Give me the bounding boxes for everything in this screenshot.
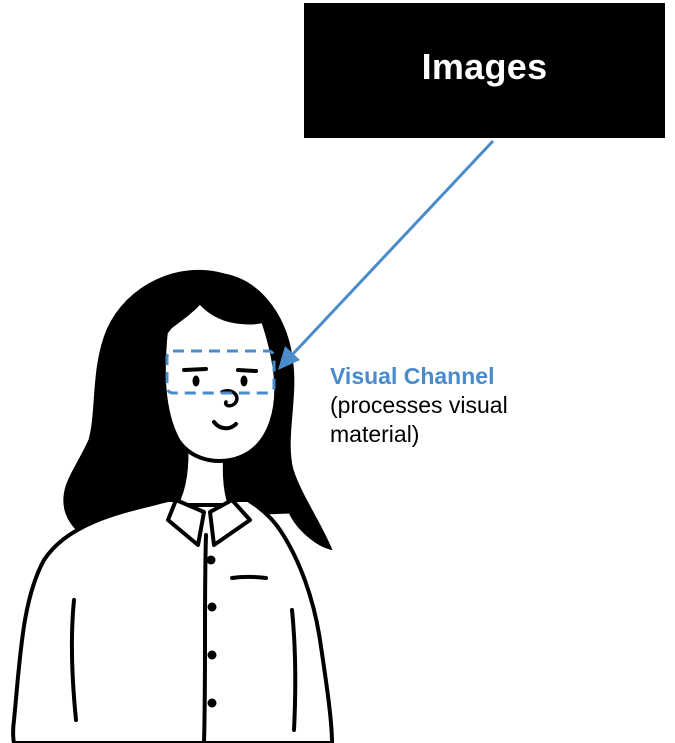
shirt-button bbox=[207, 556, 216, 565]
images-label: Images bbox=[422, 46, 548, 88]
shirt-placket bbox=[204, 535, 206, 743]
shirt-shape bbox=[13, 500, 332, 743]
arrow-line bbox=[292, 141, 493, 355]
images-box: Images bbox=[304, 3, 665, 138]
eyebrow-left bbox=[184, 369, 206, 370]
channel-title: Visual Channel bbox=[330, 362, 660, 391]
face-shape bbox=[164, 302, 277, 461]
shirt-button bbox=[208, 699, 217, 708]
eye-left bbox=[193, 376, 200, 387]
shirt-button bbox=[208, 603, 217, 612]
eye-right bbox=[241, 376, 248, 387]
shirt-pocket bbox=[232, 577, 266, 578]
channel-description: (processes visual material) bbox=[330, 391, 660, 449]
eyebrow-right bbox=[238, 370, 256, 371]
shirt-button bbox=[208, 651, 217, 660]
channel-annotation: Visual Channel (processes visual materia… bbox=[330, 362, 660, 449]
